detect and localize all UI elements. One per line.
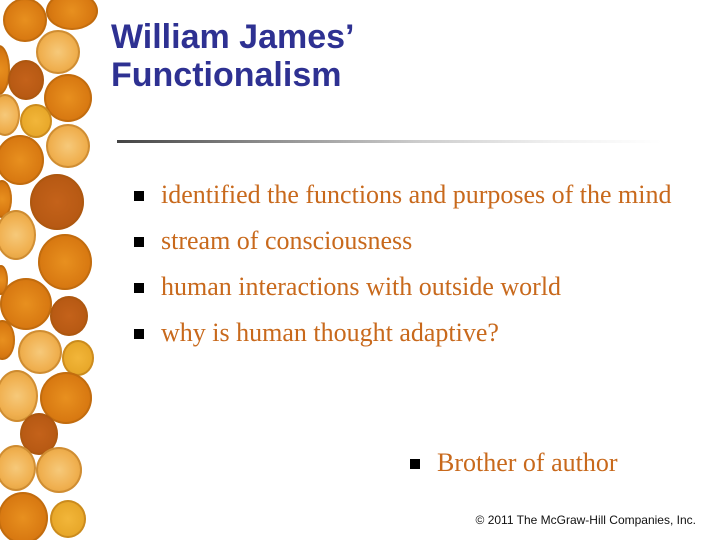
aside-bullet-text: Brother of author: [437, 448, 618, 477]
bullet-text: stream of consciousness: [161, 226, 413, 255]
bullet-item: human interactions with outside world: [134, 268, 674, 305]
bullet-text: identified the functions and purposes of…: [161, 180, 672, 209]
title-divider: [117, 140, 662, 143]
aside-bullet: Brother of author: [410, 444, 618, 481]
bullet-item: identified the functions and purposes of…: [134, 176, 674, 213]
slide-title: William James’ Functionalism: [111, 18, 354, 94]
bullet-item: why is human thought adaptive?: [134, 314, 674, 351]
bullet-text: why is human thought adaptive?: [161, 318, 499, 347]
square-bullet-icon: [134, 191, 144, 201]
copyright-footer: © 2011 The McGraw-Hill Companies, Inc.: [475, 513, 696, 527]
bullet-item: stream of consciousness: [134, 222, 674, 259]
square-bullet-icon: [134, 237, 144, 247]
title-line-2: Functionalism: [111, 56, 342, 94]
bullet-text: human interactions with outside world: [161, 272, 562, 301]
orange-slices-image: [0, 0, 118, 540]
square-bullet-icon: [134, 283, 144, 293]
square-bullet-icon: [134, 329, 144, 339]
square-bullet-icon: [410, 459, 420, 469]
title-line-1: William James’: [111, 18, 355, 56]
bullet-list: identified the functions and purposes of…: [134, 176, 674, 360]
